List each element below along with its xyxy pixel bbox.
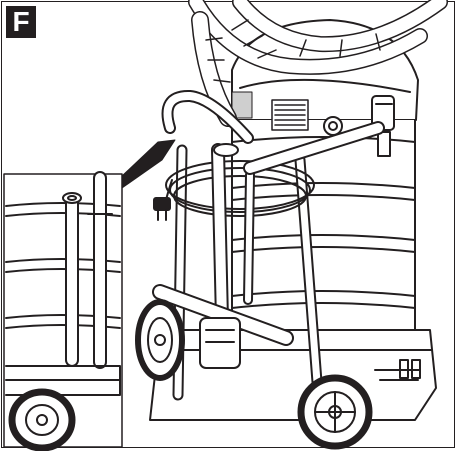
rear-wheel-left <box>135 299 185 381</box>
vacuum-drum <box>149 19 437 421</box>
trolley-handle <box>152 90 385 401</box>
vent-grille <box>271 99 309 131</box>
detail-callout-arrow-icon <box>121 139 176 189</box>
figure-label: F <box>6 6 36 38</box>
detail-inset <box>3 171 123 451</box>
power-plug-icon <box>153 179 173 221</box>
rear-wheel-right <box>297 374 373 450</box>
